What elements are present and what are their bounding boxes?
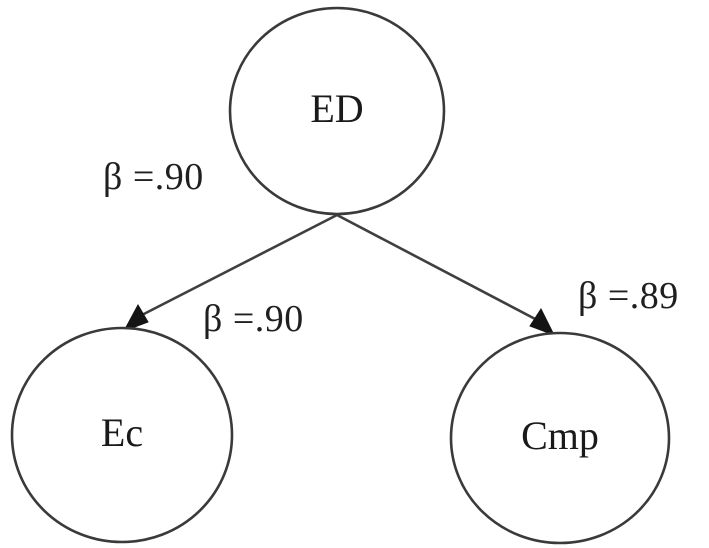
edge-ed-to-ec	[136, 213, 339, 319]
node-ec-circle[interactable]	[10, 326, 234, 544]
node-ed-circle[interactable]	[228, 6, 446, 216]
arrowhead-ed-to-cmp	[529, 307, 556, 336]
edge-ed-to-cmp	[335, 213, 541, 323]
edge-label-beta-ed-cmp: β =.89	[578, 275, 679, 317]
edge-label-beta-ed-ec-inner: β =.90	[203, 298, 304, 340]
node-cmp-label: Cmp	[521, 413, 599, 458]
arrowhead-ed-to-ec	[122, 303, 149, 332]
node-ed-label: ED	[310, 86, 363, 131]
node-ec-label: Ec	[101, 410, 143, 455]
edge-label-beta-ed-ec-outer: β =.90	[103, 156, 204, 198]
node-cmp-circle[interactable]	[449, 331, 671, 545]
